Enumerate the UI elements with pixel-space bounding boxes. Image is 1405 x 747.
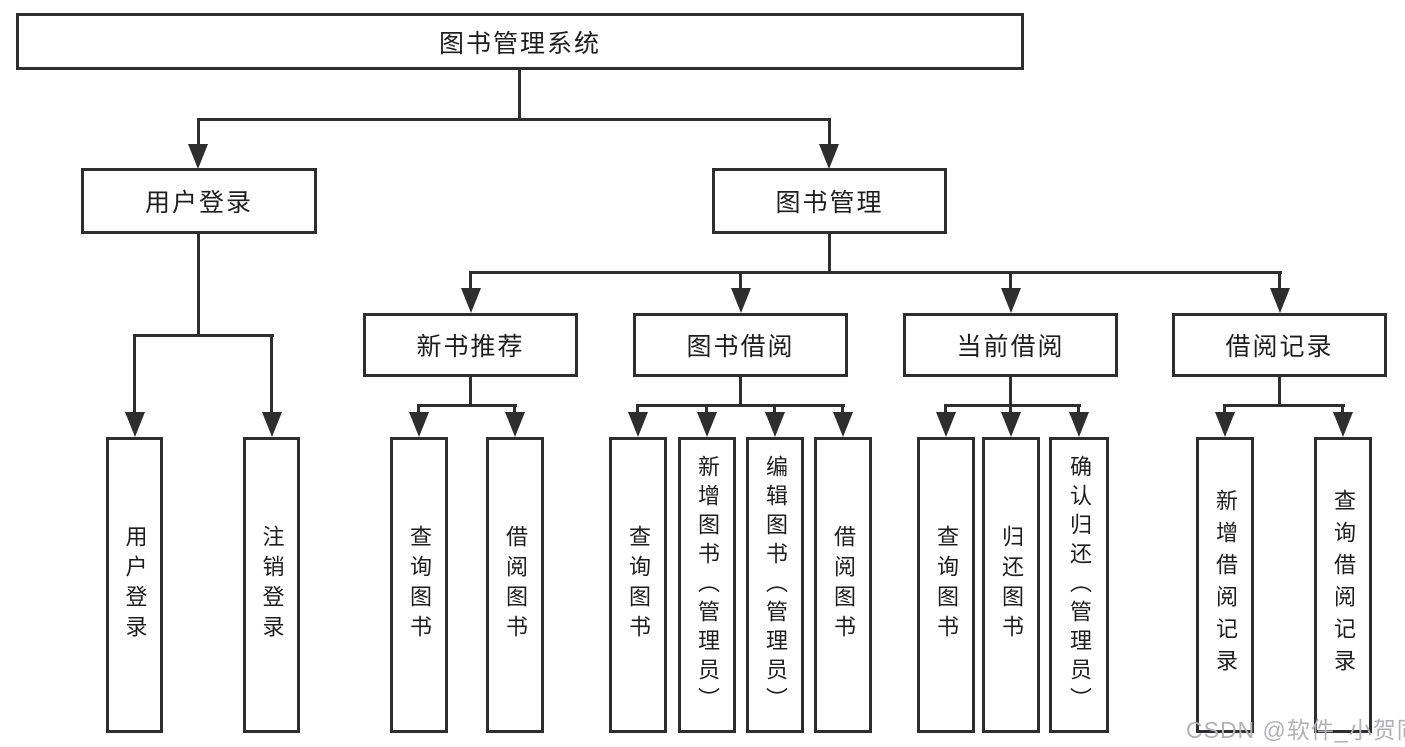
- connector-line: [1009, 404, 1012, 416]
- leaf-query-books-current: 查询图书: [917, 437, 975, 733]
- connector-line: [1341, 404, 1344, 416]
- connector-arrowhead: [936, 412, 956, 437]
- connector-line: [739, 271, 742, 291]
- connector-line: [469, 377, 472, 407]
- connector-line: [197, 118, 831, 121]
- leaf-query-borrow-record: 查询借阅记录: [1314, 437, 1372, 733]
- node-new-book-recommend: 新书推荐: [363, 313, 578, 377]
- leaf-user-login: 用户登录: [106, 437, 163, 733]
- leaf-label: 新增图书（管理员）: [695, 454, 720, 716]
- leaf-borrow-books-recommend: 借阅图书: [486, 437, 544, 733]
- connector-line: [1278, 377, 1281, 407]
- connector-line: [841, 404, 844, 416]
- connector-arrowhead: [765, 412, 785, 437]
- connector-line: [636, 404, 845, 407]
- connector-arrowhead: [1333, 412, 1353, 437]
- leaf-logout: 注销登录: [243, 437, 300, 733]
- connector-arrowhead: [461, 288, 481, 313]
- connector-line: [1278, 271, 1281, 291]
- connector-line: [636, 404, 639, 416]
- leaf-label: 编辑图书（管理员）: [763, 454, 788, 716]
- connector-line: [828, 118, 831, 146]
- node-current-borrow: 当前借阅: [903, 313, 1118, 377]
- node-book-management: 图书管理: [712, 168, 947, 234]
- connector-arrowhead: [505, 412, 525, 437]
- leaf-label: 借阅图书: [503, 525, 528, 645]
- connector-line: [944, 404, 1081, 407]
- node-book-borrow: 图书借阅: [633, 313, 848, 377]
- leaf-edit-book-admin: 编辑图书（管理员）: [746, 437, 804, 733]
- connector-line: [1009, 271, 1012, 291]
- connector-arrowhead: [819, 144, 839, 169]
- leaf-borrow-books: 借阅图书: [814, 437, 872, 733]
- leaf-label: 确认归还（管理员）: [1067, 454, 1092, 716]
- node-user-login: 用户登录: [81, 168, 317, 234]
- connector-arrowhead: [1270, 288, 1290, 313]
- csdn-watermark: CSDN @软件_小贺同学: [1186, 717, 1405, 743]
- connector-line: [197, 234, 200, 337]
- connector-line: [133, 334, 274, 337]
- connector-arrowhead: [628, 412, 648, 437]
- leaf-label: 新增借阅记录: [1213, 489, 1238, 681]
- connector-arrowhead: [409, 412, 429, 437]
- connector-arrowhead: [262, 412, 282, 437]
- leaf-add-borrow-record: 新增借阅记录: [1196, 437, 1254, 733]
- connector-line: [469, 271, 472, 291]
- connector-line: [417, 404, 420, 416]
- leaf-label: 借阅图书: [831, 525, 856, 645]
- connector-arrowhead: [731, 288, 751, 313]
- leaf-label: 查询图书: [626, 525, 651, 645]
- leaf-label: 查询图书: [407, 525, 432, 645]
- connector-line: [1223, 404, 1345, 407]
- connector-arrowhead: [1001, 412, 1021, 437]
- connector-line: [270, 334, 273, 412]
- leaf-query-books-borrow: 查询图书: [609, 437, 667, 733]
- connector-line: [828, 234, 831, 274]
- leaf-label: 归还图书: [999, 525, 1024, 645]
- connector-arrowhead: [1069, 412, 1089, 437]
- connector-line: [739, 377, 742, 407]
- leaf-label: 查询借阅记录: [1331, 489, 1356, 681]
- leaf-label: 注销登录: [259, 525, 285, 645]
- connector-arrowhead: [1001, 288, 1021, 313]
- leaf-return-books: 归还图书: [982, 437, 1040, 733]
- node-library-management-system: 图书管理系统: [16, 13, 1024, 70]
- leaf-label: 用户登录: [122, 525, 148, 645]
- leaf-query-books-recommend: 查询图书: [390, 437, 448, 733]
- connector-arrowhead: [833, 412, 853, 437]
- connector-line: [417, 404, 517, 407]
- connector-arrowhead: [125, 412, 145, 437]
- connector-line: [518, 69, 521, 120]
- connector-line: [1077, 404, 1080, 416]
- node-borrow-records: 借阅记录: [1172, 313, 1387, 377]
- connector-line: [1009, 377, 1012, 407]
- leaf-label: 查询图书: [934, 525, 959, 645]
- connector-line: [705, 404, 708, 416]
- leaf-confirm-return-admin: 确认归还（管理员）: [1049, 437, 1109, 733]
- connector-line: [197, 118, 200, 146]
- connector-line: [469, 271, 1282, 274]
- connector-line: [1223, 404, 1226, 416]
- connector-line: [944, 404, 947, 416]
- connector-line: [133, 334, 136, 412]
- leaf-add-book-admin: 新增图书（管理员）: [678, 437, 736, 733]
- connector-arrowhead: [697, 412, 717, 437]
- connector-arrowhead: [188, 144, 208, 169]
- connector-line: [513, 404, 516, 416]
- connector-line: [773, 404, 776, 416]
- connector-arrowhead: [1215, 412, 1235, 437]
